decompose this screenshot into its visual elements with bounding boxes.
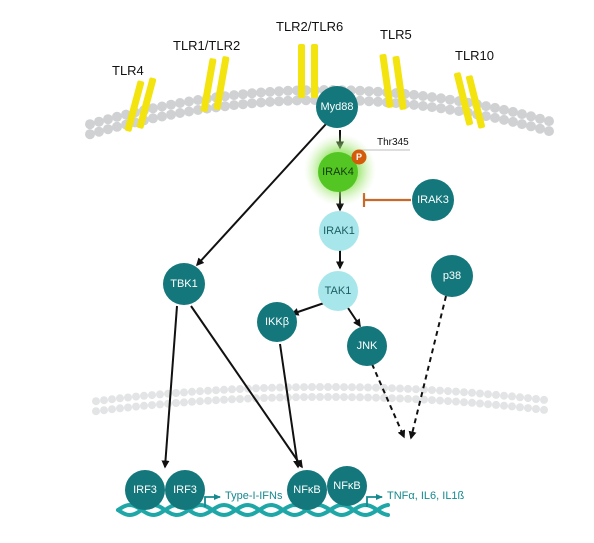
node-nfkb-b: NFκB — [327, 466, 367, 506]
receptor-label: TLR1/TLR2 — [173, 38, 240, 53]
receptor-label: TLR2/TLR6 — [276, 19, 343, 34]
receptor-label: TLR5 — [380, 27, 412, 42]
arrow-jnk-nucleus — [371, 363, 406, 439]
node-nfkb-a: NFκB — [287, 470, 327, 510]
node-tbk1: TBK1 — [163, 263, 205, 305]
receptor-label: TLR4 — [112, 63, 144, 78]
svg-text:NFκB: NFκB — [293, 484, 321, 496]
svg-text:IRAK3: IRAK3 — [417, 194, 449, 206]
receptor-label: TLR10 — [455, 48, 494, 63]
node-tak1: TAK1 — [318, 271, 358, 311]
node-myd88: Myd88 — [316, 86, 358, 128]
thr345-label: Thr345 — [377, 137, 409, 148]
node-p38: p38 — [431, 255, 473, 297]
svg-text:IKKβ: IKKβ — [265, 316, 289, 328]
svg-text:Type-I-IFNs: Type-I-IFNs — [225, 490, 283, 502]
node-irf3-a: IRF3 — [125, 470, 165, 510]
svg-text:TNFα, IL6, IL1ß: TNFα, IL6, IL1ß — [387, 490, 465, 502]
node-ikkb: IKKβ — [257, 302, 297, 342]
svg-text:TAK1: TAK1 — [325, 285, 352, 297]
svg-text:IRAK4: IRAK4 — [322, 166, 354, 178]
node-jnk: JNK — [347, 326, 387, 366]
node-irak4: IRAK4 — [304, 134, 376, 206]
receptor-tlr2-tlr6: TLR2/TLR6 — [276, 19, 343, 98]
receptor-tlr1-tlr2: TLR1/TLR2 — [173, 38, 240, 112]
svg-text:P: P — [356, 152, 362, 162]
arrow-tak1-ikkb — [290, 301, 328, 316]
node-irak3: IRAK3 — [412, 179, 454, 221]
svg-text:p38: p38 — [443, 270, 461, 282]
svg-text:TBK1: TBK1 — [170, 278, 198, 290]
arrow-tbk1-nfkb — [190, 305, 303, 469]
svg-text:IRF3: IRF3 — [173, 484, 197, 496]
irak3-inhibition — [362, 193, 411, 207]
svg-text:IRF3: IRF3 — [133, 484, 157, 496]
output-type1-ifns: Type-I-IFNs — [204, 490, 283, 507]
nuclear-membrane — [92, 383, 548, 416]
svg-text:JNK: JNK — [357, 340, 378, 352]
pathway-arrows — [161, 123, 447, 469]
svg-text:IRAK1: IRAK1 — [323, 225, 355, 237]
svg-text:Myd88: Myd88 — [320, 101, 353, 113]
arrow-p38-nucleus — [408, 295, 447, 440]
receptor-tlr10: TLR10 — [453, 48, 494, 129]
receptor-tlr5: TLR5 — [379, 27, 412, 110]
arrow-tak1-jnk — [347, 307, 361, 328]
svg-text:NFκB: NFκB — [333, 480, 361, 492]
arrow-ikkb-nfkb — [279, 343, 302, 469]
arrow-myd88-tbk1 — [195, 123, 327, 267]
arrow-tbk1-irf3 — [161, 305, 178, 469]
node-irak1: IRAK1 — [319, 211, 359, 251]
dna-strand — [116, 502, 390, 518]
phospho-badge: P — [351, 149, 367, 165]
receptor-tlr4: TLR4 — [112, 63, 157, 132]
output-cytokines: TNFα, IL6, IL1ß — [366, 490, 465, 507]
node-irf3-b: IRF3 — [165, 470, 205, 510]
